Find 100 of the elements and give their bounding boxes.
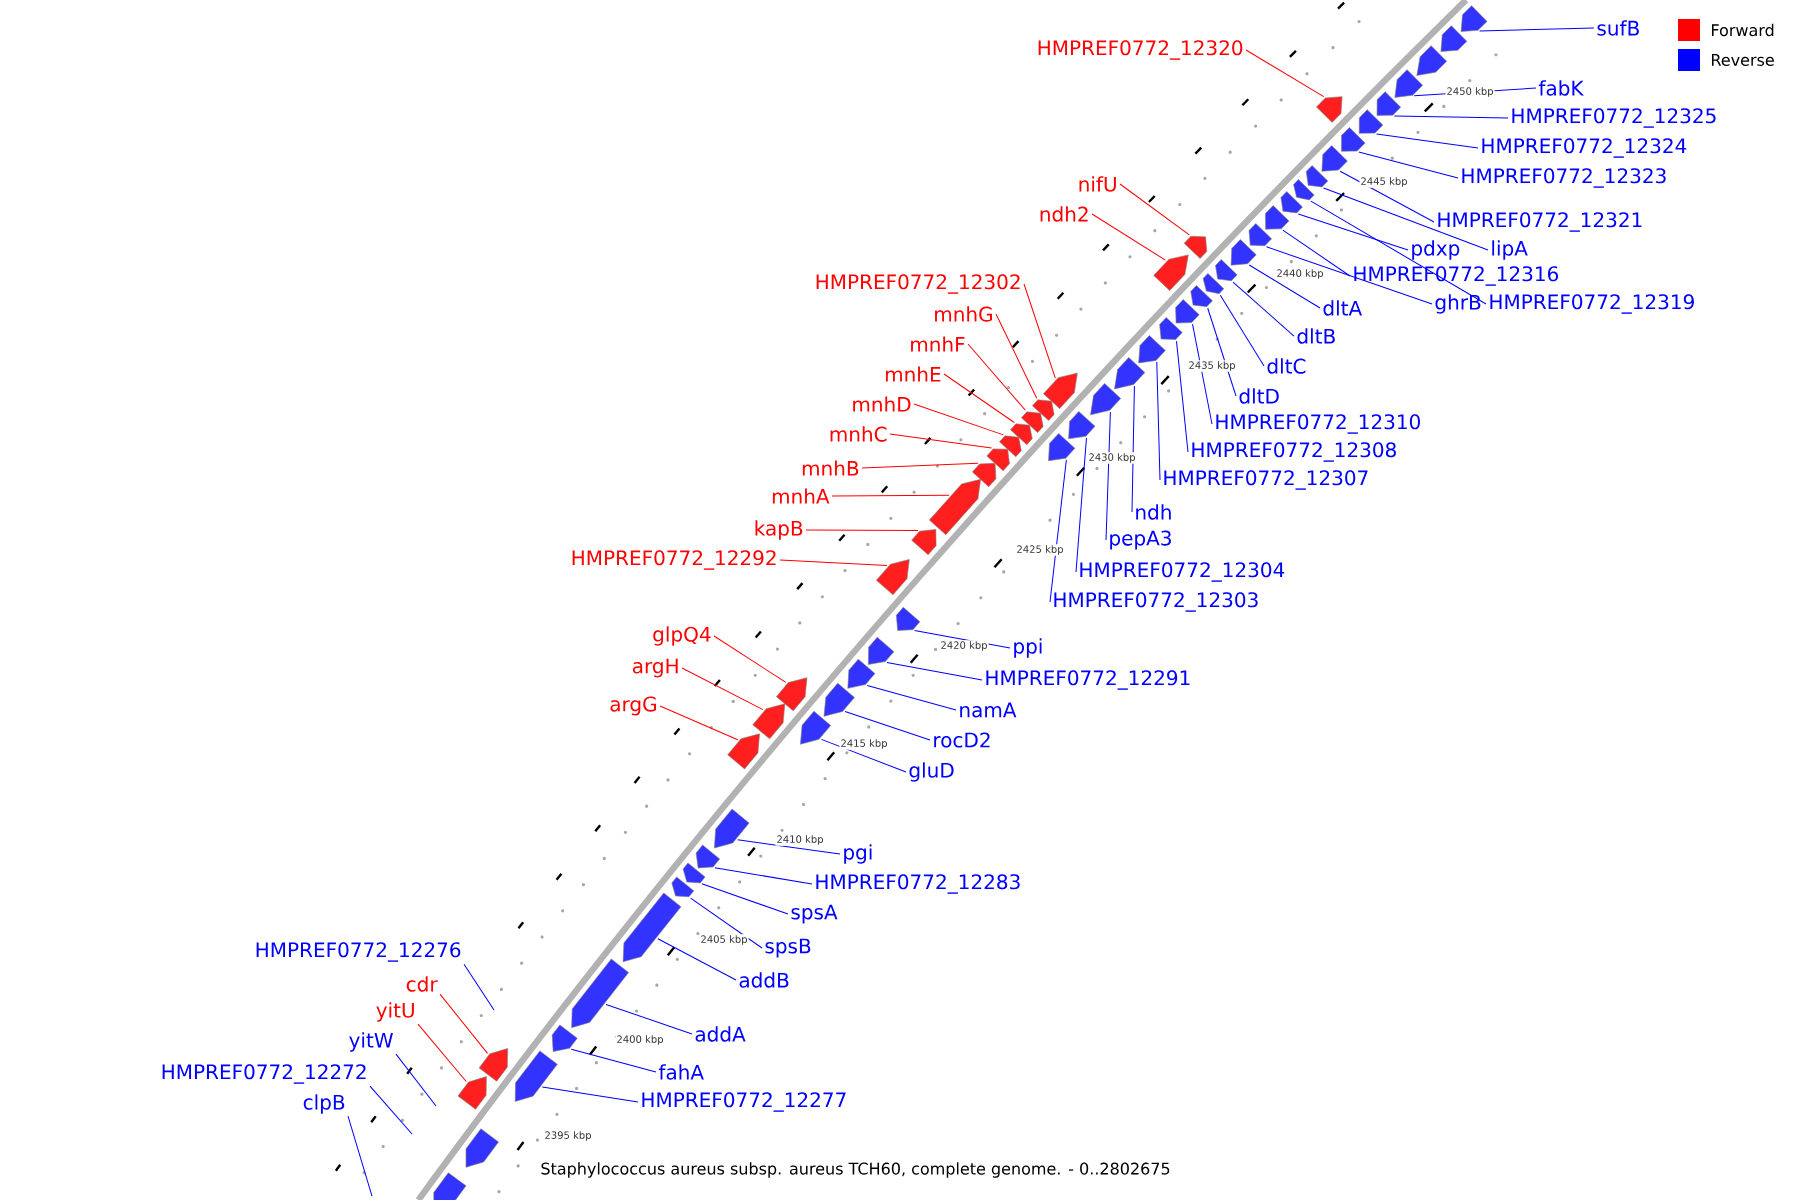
gene-label: HMPREF0772_12303 bbox=[1054, 592, 1258, 612]
gene-label: pepA3 bbox=[1110, 530, 1171, 550]
gene-label: clpB bbox=[303, 1094, 345, 1114]
gene-glyph bbox=[695, 844, 720, 869]
leader-line bbox=[1323, 187, 1489, 251]
leader-line bbox=[913, 403, 1004, 436]
gene-glyph bbox=[727, 733, 760, 770]
leader-line bbox=[737, 839, 841, 855]
leader-line bbox=[439, 993, 488, 1054]
leader-line bbox=[995, 313, 1038, 399]
gene-label: argH bbox=[632, 658, 678, 678]
leader-line bbox=[805, 529, 919, 531]
gene-label: mnhG bbox=[935, 306, 992, 322]
leader-line bbox=[1266, 246, 1433, 305]
gene-glyph bbox=[1265, 205, 1290, 230]
gene-label: HMPREF0772_12310 bbox=[1216, 414, 1420, 434]
gene-label: HMPREF0772_12323 bbox=[1462, 168, 1666, 188]
gene-glyph bbox=[986, 448, 1010, 471]
gene-label: gluD bbox=[909, 762, 954, 782]
leader-line bbox=[1176, 340, 1189, 453]
leader-line bbox=[659, 705, 739, 741]
leader-line bbox=[1049, 459, 1067, 603]
leader-line bbox=[831, 494, 950, 497]
gene-label: mnhE bbox=[885, 366, 941, 382]
gene-glyph bbox=[622, 892, 682, 963]
gene-label: dltA bbox=[1323, 300, 1363, 316]
leader-line bbox=[701, 883, 789, 915]
leader-line bbox=[1192, 323, 1213, 425]
gene-label: argG bbox=[610, 696, 656, 716]
gene-label: HMPREF0772_12319 bbox=[1490, 294, 1694, 314]
gene-label: pgi bbox=[844, 844, 872, 864]
leader-line bbox=[1297, 213, 1409, 251]
leader-line bbox=[1156, 361, 1161, 481]
gene-glyph bbox=[929, 479, 981, 535]
gene-label: spsB bbox=[765, 938, 811, 958]
gene-glyph bbox=[1305, 165, 1329, 188]
gene-label: rocD2 bbox=[934, 732, 990, 748]
gene-glyph bbox=[571, 958, 629, 1028]
gene-glyph bbox=[671, 876, 695, 898]
leader-line bbox=[1479, 27, 1595, 32]
leader-line bbox=[605, 1003, 693, 1035]
gene-glyph bbox=[1321, 145, 1348, 172]
gene-glyph bbox=[1114, 357, 1146, 390]
gene-glyph bbox=[776, 677, 808, 712]
leader-line bbox=[713, 635, 787, 683]
gene-glyph bbox=[1021, 411, 1044, 433]
gene-label: cdr bbox=[406, 976, 438, 992]
gene-glyph bbox=[1090, 383, 1122, 416]
gene-label: pdxp bbox=[1412, 240, 1460, 260]
leader-line bbox=[1207, 307, 1237, 397]
leader-line bbox=[1232, 281, 1295, 337]
gene-glyph bbox=[1460, 5, 1488, 32]
gene-label: dltB bbox=[1297, 328, 1335, 344]
gene-glyph bbox=[1215, 259, 1238, 282]
gene-glyph bbox=[1138, 335, 1166, 364]
leader-line bbox=[1131, 385, 1135, 513]
gene-label: mnhB bbox=[802, 460, 859, 476]
gene-glyph bbox=[999, 435, 1022, 457]
gene-glyph bbox=[1248, 223, 1272, 247]
gene-label: lipA bbox=[1492, 240, 1528, 260]
leader-line bbox=[889, 433, 993, 449]
gene-glyph bbox=[465, 1128, 499, 1168]
gene-glyph bbox=[1153, 254, 1189, 291]
gene-label: glpQ4 bbox=[653, 626, 711, 646]
gene-label: addB bbox=[739, 972, 789, 988]
leader-line bbox=[1358, 151, 1459, 179]
gene-label: mnhC bbox=[830, 426, 887, 442]
gene-glyph bbox=[478, 1048, 508, 1082]
gene-label: fahA bbox=[658, 1064, 704, 1080]
gene-glyph bbox=[1376, 91, 1401, 116]
leader-line bbox=[541, 1086, 639, 1103]
gene-label: HMPREF0772_12292 bbox=[572, 550, 776, 570]
legend-label: Forward bbox=[1712, 23, 1774, 37]
leader-line bbox=[820, 738, 907, 773]
gene-glyph bbox=[1230, 239, 1257, 266]
gene-glyph bbox=[911, 529, 937, 555]
gene-label: HMPREF0772_12291 bbox=[986, 670, 1190, 690]
gene-label: HMPREF0772_12308 bbox=[1192, 442, 1396, 462]
gene-glyph bbox=[514, 1050, 558, 1102]
leader-line bbox=[1023, 283, 1056, 379]
gene-glyph bbox=[1202, 273, 1225, 294]
leader-line bbox=[886, 661, 983, 681]
gene-label: HMPREF0772_12272 bbox=[162, 1064, 366, 1084]
legend-label: Reverse bbox=[1712, 54, 1774, 66]
gene-glyph bbox=[551, 1024, 578, 1052]
leader-line bbox=[1119, 183, 1190, 236]
gene-label: addA bbox=[695, 1026, 746, 1042]
gene-label: HMPREF0772_12283 bbox=[816, 874, 1020, 894]
gene-label: ndh2 bbox=[1040, 206, 1088, 222]
gene-glyph bbox=[1010, 423, 1033, 445]
gene-glyph bbox=[1316, 96, 1343, 123]
gene-label: HMPREF0772_12321 bbox=[1438, 212, 1642, 232]
gene-glyph bbox=[1183, 236, 1208, 259]
gene-glyph bbox=[1048, 433, 1076, 462]
gene-glyph bbox=[800, 710, 831, 745]
gene-label: dltC bbox=[1267, 358, 1306, 374]
leader-line bbox=[657, 938, 737, 981]
gene-label: HMPREF0772_12302 bbox=[816, 274, 1020, 294]
gene-glyph bbox=[1043, 372, 1078, 409]
gene-glyph bbox=[876, 559, 910, 596]
